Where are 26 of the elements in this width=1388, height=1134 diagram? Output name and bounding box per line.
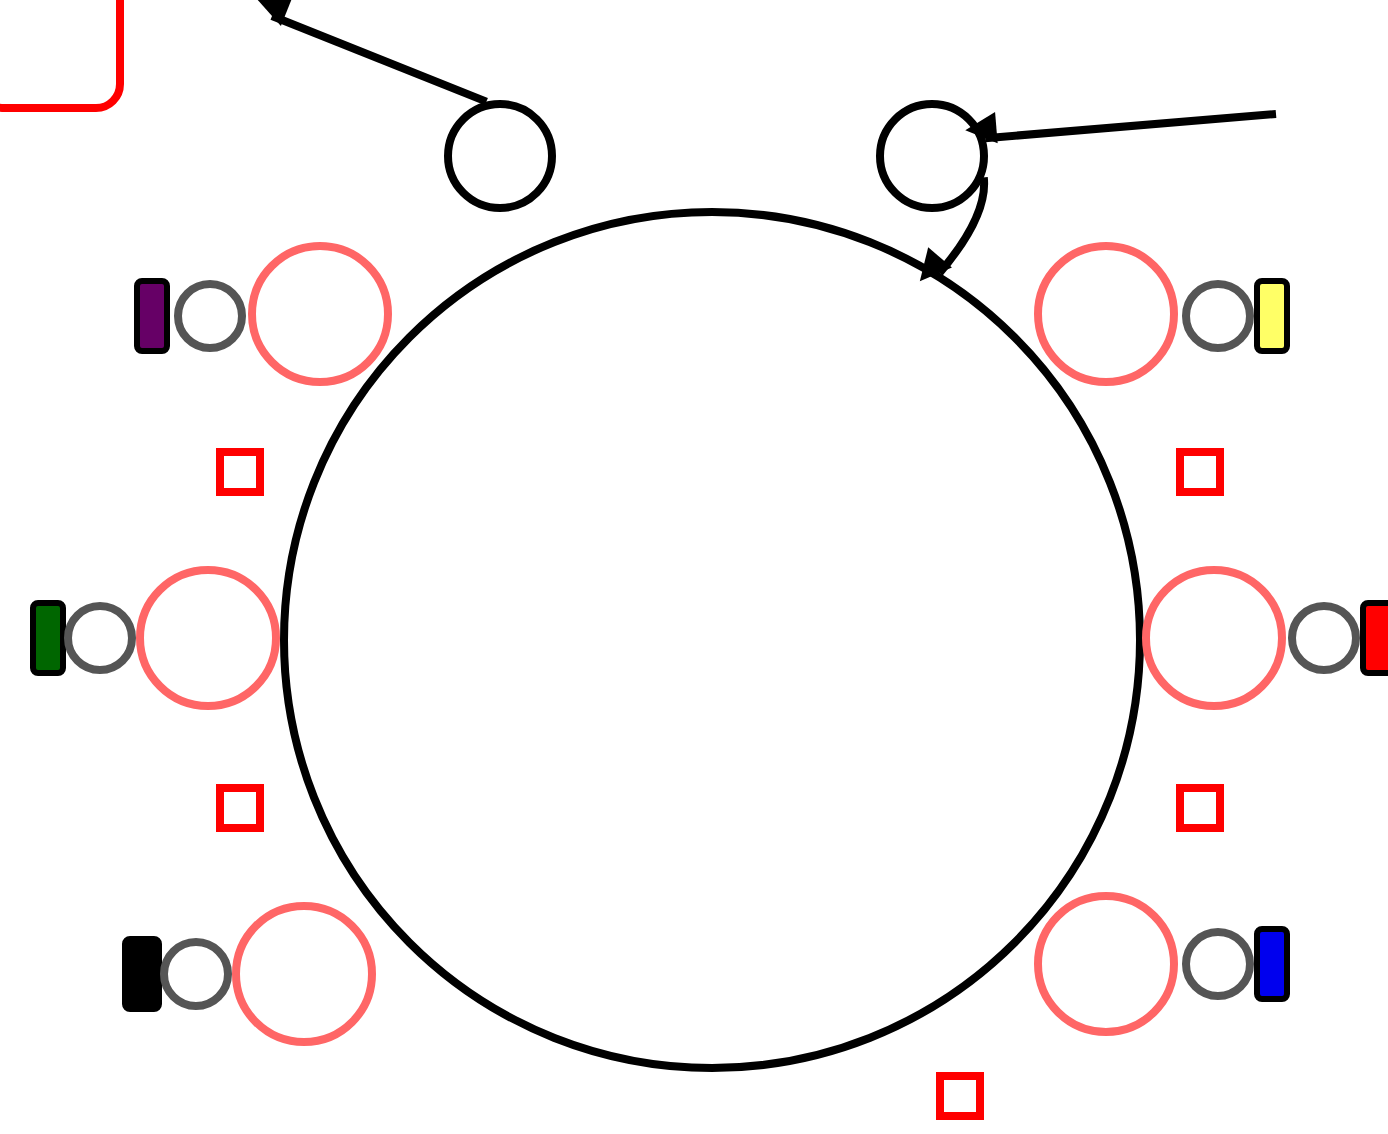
small-ring xyxy=(174,280,246,352)
small-ring xyxy=(160,938,232,1010)
ring xyxy=(444,100,556,212)
tab-marker xyxy=(1254,926,1290,1002)
square-marker xyxy=(1176,784,1224,832)
outer-ring xyxy=(1034,892,1178,1036)
small-ring xyxy=(64,602,136,674)
tab-marker xyxy=(122,936,162,1012)
ring xyxy=(280,208,1144,1072)
outer-ring xyxy=(1142,566,1286,710)
tab-marker xyxy=(1360,600,1388,676)
arrow xyxy=(965,110,1277,144)
tab-marker xyxy=(30,600,66,676)
ring xyxy=(876,100,988,212)
outer-ring xyxy=(248,242,392,386)
square-marker xyxy=(936,1072,984,1120)
arrow xyxy=(920,177,989,282)
square-marker xyxy=(216,784,264,832)
tab-marker xyxy=(134,278,170,354)
outer-ring xyxy=(136,566,280,710)
square-marker xyxy=(1176,448,1224,496)
arrow xyxy=(257,0,488,106)
outer-ring xyxy=(232,902,376,1046)
outer-ring xyxy=(1034,242,1178,386)
square-marker xyxy=(216,448,264,496)
tab-marker xyxy=(1254,278,1290,354)
